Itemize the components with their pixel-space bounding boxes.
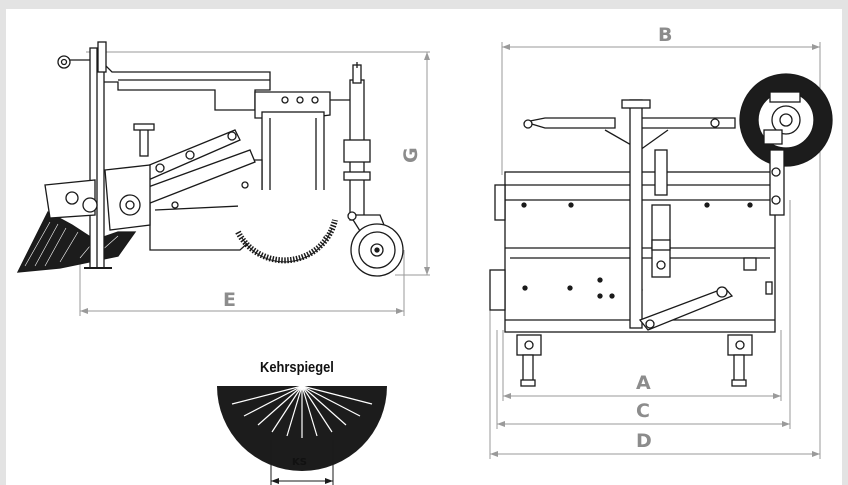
front-view-drawing	[489, 73, 833, 387]
sweep-pattern	[215, 372, 390, 485]
side-view-drawing	[16, 41, 404, 277]
dimension-label-b: B	[658, 24, 673, 46]
dimension-label-a: A	[636, 372, 651, 394]
support-feet	[516, 334, 753, 387]
side-bracket	[489, 269, 506, 311]
top-link-left	[524, 117, 616, 129]
ks-label: KS	[292, 457, 307, 468]
dimension-label-g: G	[400, 147, 422, 163]
top-link-right	[639, 117, 736, 129]
rear-brush	[235, 219, 338, 264]
dimension-label-d: D	[636, 430, 652, 452]
sweep-pattern-title: Kehrspiegel	[260, 359, 334, 376]
lower-link	[638, 287, 734, 331]
dimension-lines	[79, 42, 821, 459]
side-brush-arm	[769, 149, 785, 216]
dimension-label-c: C	[636, 400, 650, 422]
dimension-arrows	[80, 44, 820, 457]
dimension-label-e: E	[223, 289, 236, 311]
center-column	[629, 99, 643, 329]
